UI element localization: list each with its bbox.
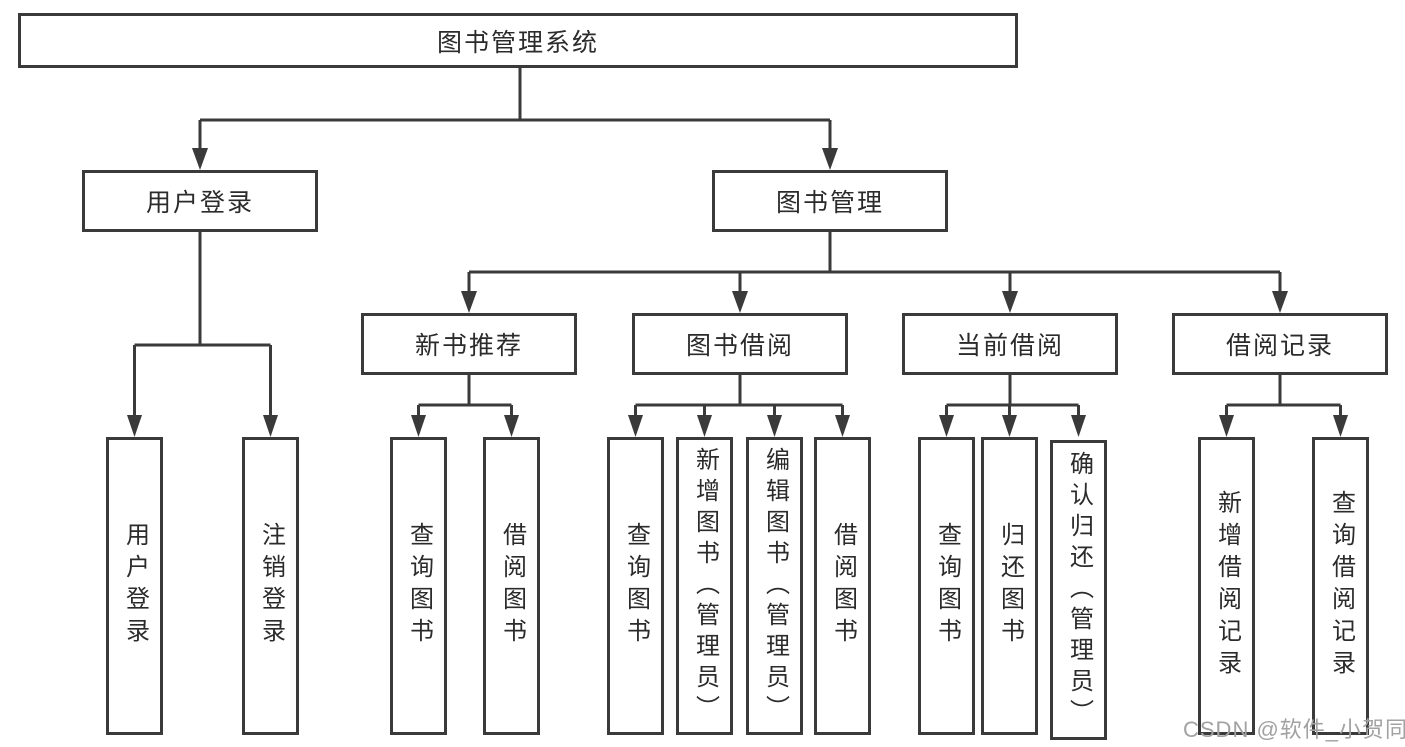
- node-borrow-books-recommend: 借阅图书: [483, 437, 540, 735]
- node-query-borrow-record: 查询借阅记录: [1312, 437, 1369, 735]
- watermark: CSDN @软件_小贺同学: [1183, 717, 1405, 742]
- node-user-login-module: 用户登录: [82, 170, 318, 232]
- node-query-books-recommend: 查询图书: [390, 437, 447, 735]
- node-book-management: 图书管理: [712, 170, 948, 232]
- node-edit-books-admin: 编辑图书（管理员）: [746, 437, 803, 735]
- node-confirm-return-admin: 确认归还（管理员）: [1050, 440, 1107, 740]
- node-add-books-admin: 新增图书（管理员）: [676, 437, 733, 735]
- node-query-books-current: 查询图书: [918, 437, 975, 735]
- arrowheads: [127, 148, 1348, 437]
- node-borrowing-records: 借阅记录: [1172, 313, 1388, 375]
- node-library-system: 图书管理系统: [18, 13, 1018, 68]
- node-book-borrowing: 图书借阅: [632, 313, 848, 375]
- node-user-login: 用户登录: [106, 437, 163, 735]
- node-borrow-books-borrowing: 借阅图书: [814, 437, 871, 735]
- node-current-borrowing: 当前借阅: [902, 313, 1118, 375]
- node-new-book-recommend: 新书推荐: [361, 313, 577, 375]
- node-return-books: 归还图书: [981, 437, 1038, 735]
- node-logout: 注销登录: [242, 437, 299, 735]
- node-query-books-borrowing: 查询图书: [607, 437, 664, 735]
- node-add-borrow-record: 新增借阅记录: [1198, 437, 1255, 735]
